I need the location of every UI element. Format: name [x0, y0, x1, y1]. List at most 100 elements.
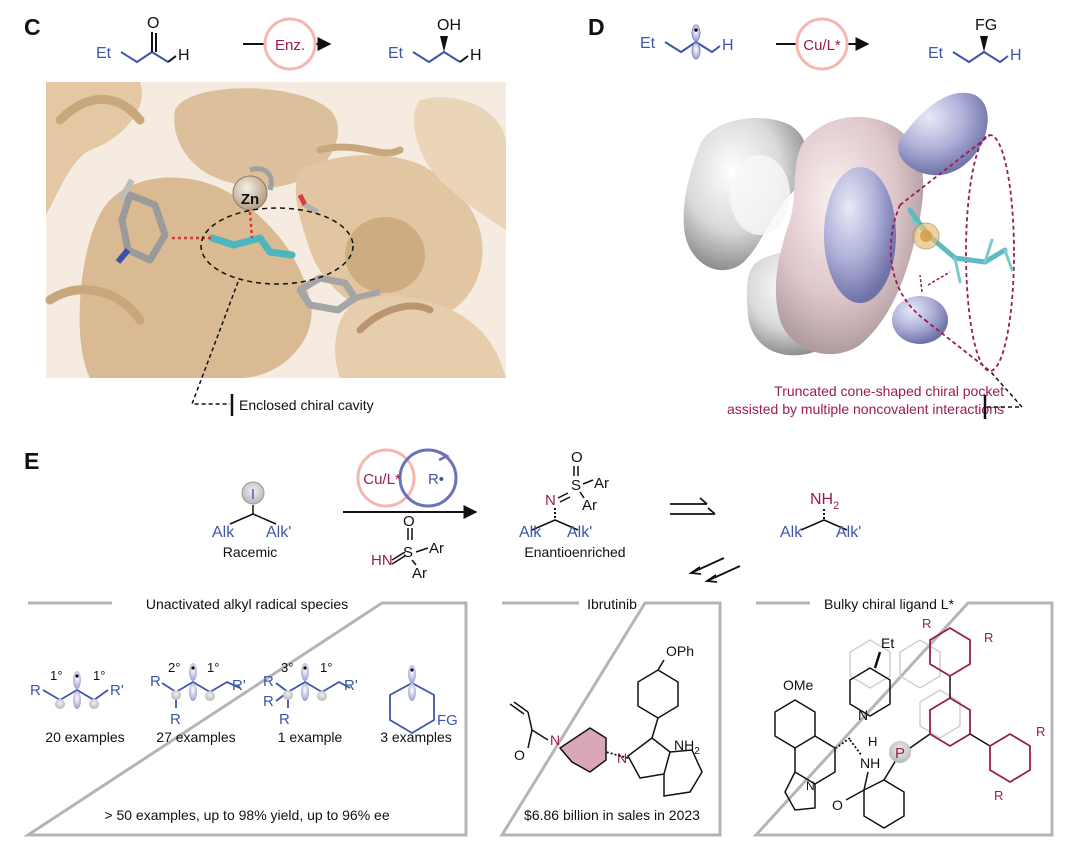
panel-d-radical: Et H — [640, 24, 734, 60]
rp-label: R' — [344, 677, 358, 694]
ligand-title: Bulky chiral ligand L* — [824, 596, 955, 612]
amine-alk-right: Alk' — [836, 524, 861, 541]
nh2-label: NH2 — [674, 737, 700, 757]
radical-primary: R 1° 1° R' — [30, 668, 124, 709]
panel-c-alcohol: Et OH H — [388, 17, 482, 64]
product-alk-left: Alk — [519, 524, 542, 541]
alk-left-label: Alk — [212, 524, 235, 541]
amine-nh2: NH2 — [810, 491, 839, 512]
sulfinamide-s: S — [403, 544, 413, 561]
radical-secondary: R R 2° 1° R' — [150, 660, 246, 728]
deg2-label: 2° — [168, 660, 180, 675]
ligand-h: H — [868, 734, 877, 749]
panel-c-caption: Enclosed chiral cavity — [239, 397, 374, 413]
ibrutinib-title: Ibrutinib — [587, 596, 637, 612]
ligand-r: R — [1036, 724, 1045, 739]
panel-d-product-h: H — [1010, 47, 1022, 64]
deg3-label: 3° — [281, 660, 293, 675]
panel-c-letter: C — [24, 14, 41, 40]
product-ar1: Ar — [594, 475, 609, 492]
panel-c-product-h: H — [470, 47, 482, 64]
product-ar2: Ar — [582, 497, 597, 514]
r-label: R — [30, 682, 41, 699]
product-n: N — [545, 492, 556, 509]
panel-d-product: Et FG H — [928, 17, 1022, 64]
catalytic-arrow: Cu/L* R• — [343, 448, 478, 519]
rp-label: R' — [110, 682, 124, 699]
panel-e-scheme: E I Alk Alk' Racemic Cu/L* R• HN S O — [24, 448, 861, 583]
ligand-n-label: N — [806, 779, 815, 793]
two-step-arrow — [670, 497, 716, 515]
panel-c-zinc-label: Zn — [241, 191, 259, 208]
sulfinamide-hn: HN — [371, 552, 393, 569]
product-alk-right: Alk' — [567, 524, 592, 541]
r-label: R — [150, 673, 161, 690]
box-ibrutinib: Ibrutinib OPh NH2 N N O $6.86 billion in… — [499, 596, 722, 837]
ome-label: OMe — [783, 677, 814, 693]
amine-alk-left: Alk — [780, 524, 803, 541]
box-radical-species: Unactivated alkyl radical species R 1° 1… — [22, 596, 468, 837]
r-label: R — [263, 673, 274, 690]
r-label: R — [279, 711, 290, 728]
rp-label: R' — [232, 677, 246, 694]
sulfinamide-ar2: Ar — [412, 565, 427, 582]
panel-d-caption-line1: Truncated cone-shaped chiral pocket — [774, 383, 1004, 399]
panel-d: D Et H Cu/L* Et FG H — [588, 14, 1024, 419]
sulfinamide-reagent: HN S O Ar Ar — [371, 513, 444, 582]
panel-d-product-et: Et — [928, 45, 944, 62]
ligand-r: R — [994, 788, 1003, 803]
panel-c-oh: OH — [437, 17, 461, 34]
radical-cyclic: FG — [389, 665, 458, 735]
panel-d-catalyst-label: Cu/L* — [803, 37, 841, 54]
chiral-amine: NH2 Alk Alk' — [780, 491, 861, 541]
ligand-o: O — [832, 797, 843, 813]
panel-d-fg: FG — [975, 17, 997, 34]
panel-c-protein-image: Zn — [45, 82, 506, 378]
panel-e-letter: E — [24, 448, 39, 474]
radical-count-2: 27 examples — [156, 729, 235, 745]
product-s: S — [571, 477, 581, 494]
enantioenriched-label: Enantioenriched — [524, 544, 625, 560]
panel-c-ketone: Et O H — [96, 15, 190, 64]
deg1-label: 1° — [207, 660, 219, 675]
ibrutinib-n: N — [550, 732, 560, 748]
ibrutinib-n: N — [617, 750, 627, 766]
panel-c-arrow: Enz. — [243, 17, 332, 71]
ibrutinib-o: O — [514, 747, 525, 763]
oph-label: OPh — [666, 643, 694, 659]
panel-c-oxygen: O — [147, 15, 159, 32]
r-label: R — [170, 711, 181, 728]
down-arrow — [688, 557, 741, 583]
iodide-label: I — [251, 486, 255, 503]
r-label: R — [263, 693, 274, 710]
ligand-p: P — [895, 745, 905, 762]
panel-d-caption-line2: assisted by multiple noncovalent interac… — [727, 401, 1004, 417]
panel-c-product-et: Et — [388, 45, 404, 62]
racemic-label: Racemic — [223, 544, 277, 560]
ligand-nh: NH — [860, 755, 880, 771]
radical-count-1: 20 examples — [45, 729, 124, 745]
deg1-label: 1° — [50, 668, 62, 683]
ligand-structure: OMe N Et N H NH O P R R — [774, 616, 1045, 829]
cu-catalyst-label: Cu/L* — [363, 471, 401, 488]
ligand-n: N — [858, 707, 868, 723]
radical-tertiary: R R R 3° 1° R' — [263, 660, 358, 728]
panel-c-et-label: Et — [96, 45, 112, 62]
ligand-r: R — [984, 630, 993, 645]
sulfinamide-ar1: Ar — [429, 540, 444, 557]
alk-right-label: Alk' — [266, 524, 291, 541]
deg1-label: 1° — [93, 668, 105, 683]
panel-d-letter: D — [588, 14, 605, 40]
ligand-r: R — [922, 616, 931, 631]
panel-c: C Et O H Enz. Et OH H — [24, 14, 506, 416]
fg-label: FG — [437, 712, 458, 729]
ligand-et: Et — [881, 635, 894, 651]
enantioenriched-product: O S Ar Ar N Alk Alk' Enantioenriched — [519, 449, 626, 560]
radical-count-3: 1 example — [278, 729, 343, 745]
radical-label: R• — [428, 471, 444, 488]
radical-box-title: Unactivated alkyl radical species — [146, 596, 348, 612]
radical-box-footer: > 50 examples, up to 98% yield, up to 96… — [104, 807, 389, 823]
radical-count-4: 3 examples — [380, 729, 452, 745]
panel-d-h: H — [722, 37, 734, 54]
racemic-alkyl-iodide: I Alk Alk' Racemic — [212, 481, 291, 560]
